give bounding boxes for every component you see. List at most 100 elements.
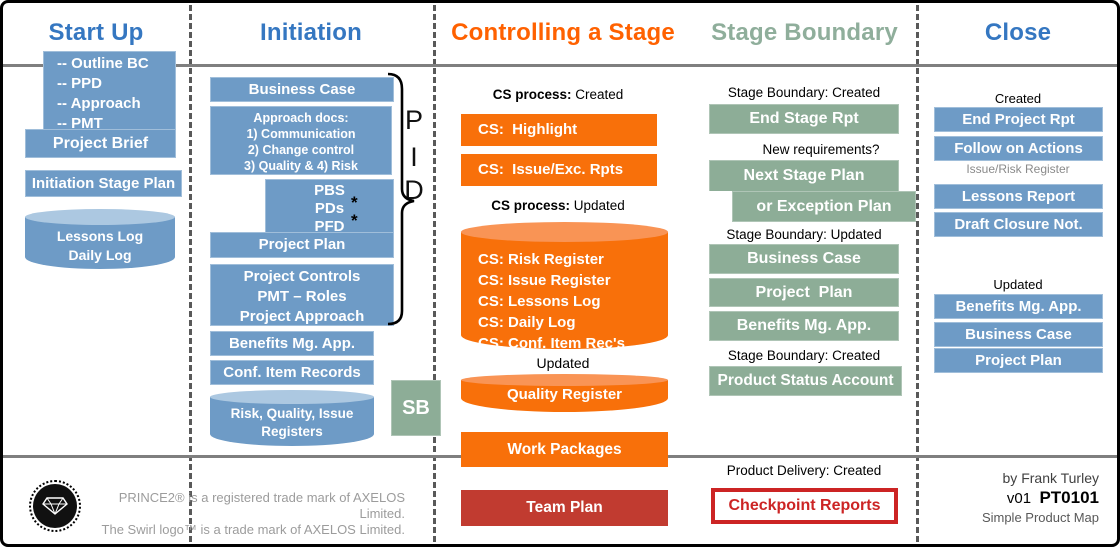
close-project-plan-box: Project Plan [934,348,1103,373]
conf-item-records-box: Conf. Item Records [210,360,374,385]
approach-docs-line: 3) Quality & 4) Risk [244,159,358,173]
project-brief-top-box [43,51,176,130]
cs-process-rest: Created [571,87,624,102]
version: v01 [1006,490,1032,507]
project-plan-box: Project Plan [210,232,394,258]
logs-cylinder: Lessons Log Daily Log [25,209,175,269]
cs-process-updated-label: CS process: Updated [443,198,673,213]
byline: by Frank Turley [1002,470,1099,486]
column-title-initiation: Initiation [260,19,362,46]
trademark-line: PRINCE2® is a registered trade mark of A… [118,490,405,521]
cylinder-top [210,390,374,404]
pid-product-line: PBS [314,182,345,199]
work-packages-box: Work Packages [461,432,668,467]
project-controls-line: Project Controls [243,268,361,285]
sb-project-plan-box: Project Plan [709,278,899,307]
cs-cylinder-line: CS: Lessons Log [478,293,601,310]
or-exception-plan-box: or Exception Plan [732,191,916,222]
close-updated-label: Updated [993,277,1043,292]
pid-product-line: PFD [314,218,345,235]
log-line: Daily Log [68,247,132,263]
version-line: v01 PT0101 [923,488,1099,508]
header-rule [3,64,1117,67]
project-controls-line: Project Approach [239,308,365,325]
draft-closure-box: Draft Closure Not. [934,212,1103,237]
next-stage-plan-box: Next Stage Plan [709,160,899,191]
cylinder-body [461,232,668,349]
trademark-notice: PRINCE2® is a registered trade mark of A… [83,490,405,538]
byline-block: by Frank Turley v01 PT0101 Simple Produc… [923,470,1099,525]
close-benefits-box: Benefits Mg. App. [934,294,1103,319]
code: PT0101 [1039,488,1099,507]
pid-brace [387,72,415,326]
initiation-stage-plan-box: Initiation Stage Plan [25,170,182,197]
project-brief-box: Project Brief [25,129,176,158]
pid-letter-p: P [404,105,423,135]
cs-process-created-label: CS process: Created [443,87,673,102]
cylinder-body [25,217,175,269]
column-title-close: Close [984,19,1052,46]
sb-benefits-box: Benefits Mg. App. [709,311,899,341]
cs-highlight-box: CS: Highlight [461,114,657,146]
close-created-label: Created [994,91,1042,106]
registers-line: Risk, Quality, Issue [230,406,354,421]
column-title-stage-boundary: Stage Boundary [711,19,898,46]
brief-line: -- PMT [57,115,103,132]
updated-label: Updated [536,355,590,371]
divider-initiation-controlling [433,5,436,542]
project-controls-box: Project Controls PMT – Roles Project App… [210,264,394,326]
cs-process-bold: CS process: [491,198,570,213]
cylinder-body [210,397,374,446]
checkpoint-reports-box: Checkpoint Reports [711,488,898,524]
registers-cylinder: Risk, Quality, Issue Registers [210,390,374,446]
close-business-case-box: Business Case [934,322,1103,347]
divider-stageboundary-close [916,5,919,542]
product-delivery-label: Product Delivery: Created [726,463,882,478]
approach-docs-box: Approach docs: 1) Communication 2) Chang… [210,106,392,175]
column-title-controlling: Controlling a Stage [451,19,675,46]
cs-cylinder-line: CS: Issue Register [478,272,611,289]
brief-line: -- Outline BC [57,55,149,72]
sb-created-label: Stage Boundary: Created [727,85,881,100]
registers-line: Registers [261,424,323,439]
swirl-logo [29,480,81,532]
cs-process-bold: CS process: [492,87,572,102]
new-requirements-label: New requirements? [762,142,880,157]
trademark-line: The Swirl logo™ is a trade mark of AXELO… [101,522,405,537]
benefits-mg-app-box: Benefits Mg. App. [210,331,374,356]
lessons-report-box: Lessons Report [934,184,1103,209]
issue-risk-register-label: Issue/Risk Register [966,162,1070,176]
asterisk-pfd: * [351,211,358,230]
pid-product-line: PDs [314,200,345,217]
sb-box: SB [391,380,441,436]
cs-updated-cylinder: CS: Risk Register CS: Issue Register CS:… [461,222,668,352]
approach-docs-line: 1) Communication [246,127,356,141]
map-name: Simple Product Map [981,510,1099,525]
cylinder-top [461,374,668,386]
divider-startup-initiation [189,5,192,542]
project-brief-contents: -- Outline BC -- PPD -- Approach -- PMT [57,54,177,134]
project-controls-line: PMT – Roles [257,288,347,305]
brief-line: -- PPD [57,75,102,92]
approach-docs-line: 2) Change control [247,143,355,157]
diamond-icon [42,497,68,515]
log-line: Lessons Log [56,228,144,244]
quality-register-text: Quality Register [506,386,623,403]
brief-line: -- Approach [57,95,141,112]
cs-cylinder-line: CS: Daily Log [478,314,576,331]
end-stage-rpt-box: End Stage Rpt [709,104,899,134]
column-title-startup: Start Up [48,19,144,46]
cylinder-top [461,222,668,242]
pid-letter-i: I [410,142,418,172]
team-plan-box: Team Plan [461,490,668,526]
follow-on-actions-box: Follow on Actions [934,136,1103,161]
sb-business-case-box: Business Case [709,244,899,274]
cs-issue-exc-box: CS: Issue/Exc. Rpts [461,154,657,186]
swirl-logo-core [33,484,77,528]
cs-cylinder-line: CS: Conf. Item Rec's [478,335,625,352]
sb-updated-label: Stage Boundary: Updated [726,227,882,242]
end-project-rpt-box: End Project Rpt [934,107,1103,132]
business-case-box: Business Case [210,77,394,102]
cs-cylinder-line: CS: Risk Register [478,251,604,268]
